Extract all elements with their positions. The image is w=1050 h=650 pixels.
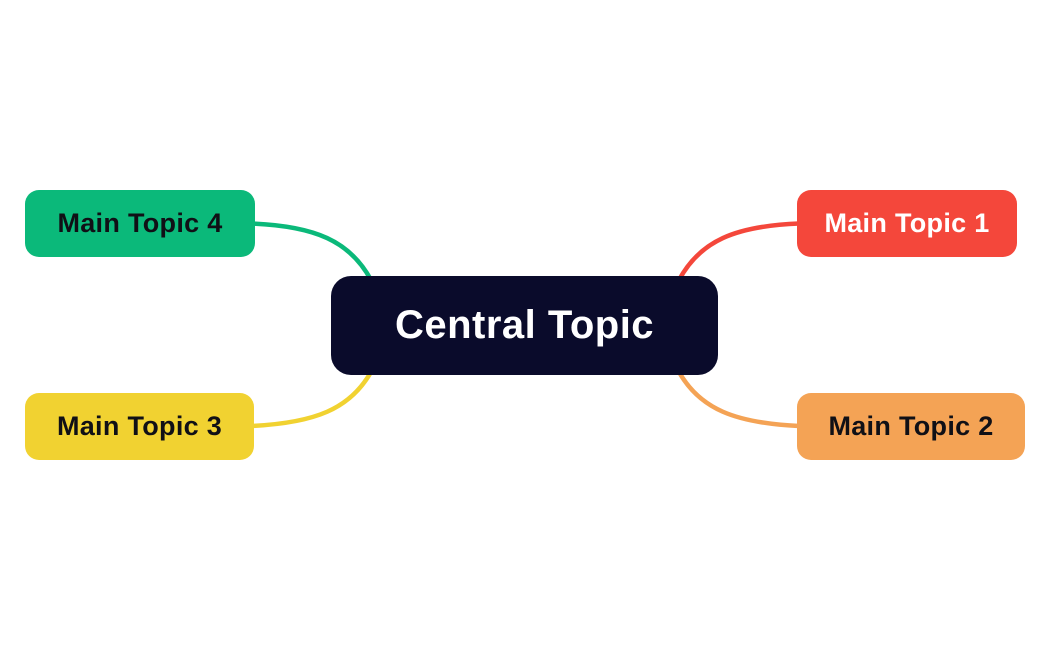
main-topic-2-label: Main Topic 2 (828, 411, 994, 441)
node-main-topic-2[interactable]: Main Topic 2 (797, 393, 1025, 460)
main-topic-1-label: Main Topic 1 (824, 208, 990, 238)
node-main-topic-1[interactable]: Main Topic 1 (797, 190, 1017, 257)
central-topic-label: Central Topic (394, 303, 655, 347)
main-topic-4-label: Main Topic 4 (57, 208, 223, 238)
main-topic-3-label: Main Topic 3 (56, 411, 223, 441)
connector-main-topic-3 (248, 369, 374, 429)
node-main-topic-4[interactable]: Main Topic 4 (25, 190, 255, 257)
connector-main-topic-4 (248, 221, 374, 283)
connector-main-topic-2 (676, 369, 802, 429)
connector-main-topic-1 (676, 221, 802, 283)
node-main-topic-3[interactable]: Main Topic 3 (25, 393, 254, 460)
node-central-topic[interactable]: Central Topic (331, 276, 718, 375)
